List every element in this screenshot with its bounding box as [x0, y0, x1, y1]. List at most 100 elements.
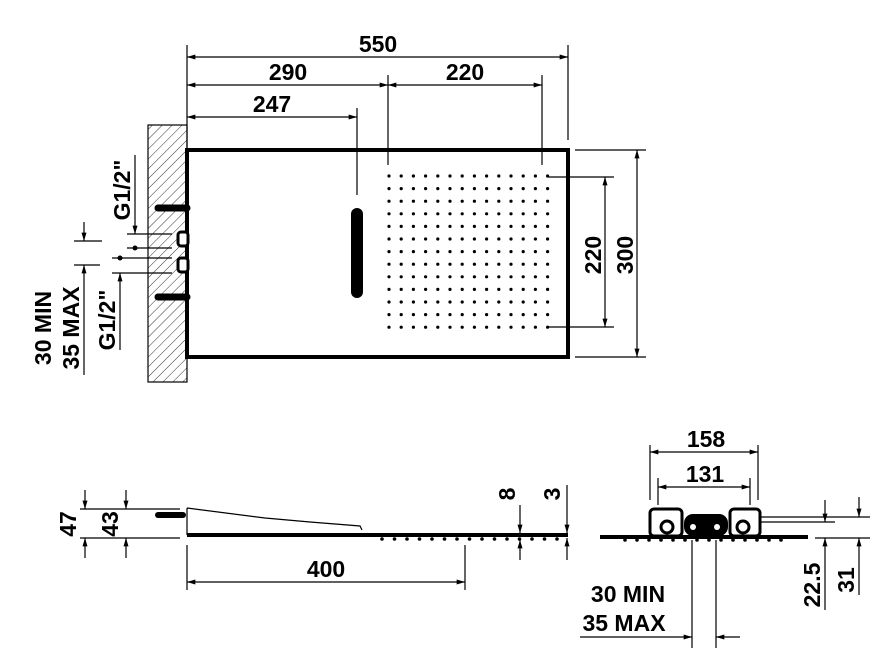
nozzle-tip [707, 538, 711, 542]
nozzle-dot [521, 250, 525, 254]
nozzle-tip [542, 537, 547, 541]
nozzle-dot [460, 187, 464, 191]
nozzle-dot [521, 325, 525, 329]
nozzle-dot [411, 287, 415, 291]
dim-247: 247 [253, 91, 291, 117]
nozzle-dot [448, 287, 452, 291]
nozzle-dot [485, 313, 489, 317]
nozzle-dot [533, 187, 538, 191]
nozzle-row-side [380, 537, 559, 541]
nozzle-dot [387, 212, 391, 216]
nozzle-dot [424, 262, 428, 266]
nozzle-tip [392, 537, 397, 541]
nozzle-dot [472, 237, 476, 241]
nozzle-tip [623, 538, 627, 542]
nozzle-dot [485, 199, 489, 203]
nozzle-dot [497, 250, 501, 254]
nozzle-tip [492, 537, 497, 541]
nozzle-dot [399, 313, 403, 317]
nozzle-dot [460, 250, 464, 254]
nozzle-dot [399, 199, 403, 203]
nozzle-dot [424, 250, 428, 254]
nozzle-dot [436, 224, 440, 228]
nozzle-dot [448, 212, 452, 216]
dim-300: 300 [612, 236, 638, 274]
nozzle-dot [387, 250, 391, 254]
nozzle-dot [485, 174, 489, 178]
nozzle-dot [485, 250, 489, 254]
nozzle-dot [448, 325, 452, 329]
dim-31: 31 [833, 567, 859, 593]
nozzle-dot [436, 313, 440, 317]
nozzle-dot [399, 250, 403, 254]
nozzle-dot [521, 287, 525, 291]
nozzle-dot [387, 275, 391, 279]
nozzle-tip [555, 537, 559, 541]
nozzle-dot [546, 237, 550, 241]
nozzle-dot [521, 237, 525, 241]
dim-43: 43 [97, 511, 123, 537]
nozzle-dot [387, 187, 391, 191]
nozzle-dot [472, 250, 476, 254]
top-view: 550 290 220 247 220 300 G1/2" [30, 31, 646, 383]
nozzle-dot [460, 325, 464, 329]
nozzle-dot [460, 224, 464, 228]
water-slot [351, 208, 363, 298]
nozzle-dot [497, 199, 501, 203]
front-view: 158 131 22.5 31 30 MIN 35 MAX [580, 426, 870, 648]
nozzle-dot [472, 212, 476, 216]
nozzle-dot [399, 275, 403, 279]
nozzle-dot [509, 250, 513, 254]
nozzle-dot [411, 212, 415, 216]
nozzle-dot [497, 212, 501, 216]
nozzle-dot [411, 237, 415, 241]
nozzle-tip [517, 537, 522, 541]
nozzle-dot [533, 250, 538, 254]
nozzle-tip [647, 538, 651, 542]
nozzle-dot [399, 187, 403, 191]
nozzle-dot [533, 287, 538, 291]
nozzle-tip [683, 538, 687, 542]
nozzle-dot [424, 287, 428, 291]
nozzle-dot [448, 250, 452, 254]
nozzle-tip [755, 538, 759, 542]
nozzle-dot [509, 174, 513, 178]
nozzle-dot [448, 313, 452, 317]
nozzle-dot [424, 224, 428, 228]
nozzle-dot [521, 174, 525, 178]
nozzle-dot [460, 237, 464, 241]
nozzle-dot [485, 237, 489, 241]
nozzle-dot [497, 187, 501, 191]
nozzle-dot [387, 325, 391, 329]
nozzle-dot [533, 262, 538, 266]
nozzle-dot [509, 287, 513, 291]
dim-158: 158 [687, 426, 726, 452]
nozzle-dot [411, 313, 415, 317]
nozzle-dot [436, 325, 440, 329]
nozzle-tip [530, 537, 534, 541]
nozzle-dot [497, 237, 501, 241]
nozzle-dot [424, 174, 428, 178]
nozzle-tip [480, 537, 484, 541]
nozzle-dot [436, 212, 440, 216]
nozzle-dot [509, 187, 513, 191]
nozzle-dot [546, 262, 550, 266]
nozzle-dot [509, 262, 513, 266]
nozzle-dot [472, 262, 476, 266]
nozzle-dot [472, 224, 476, 228]
nozzle-dot [533, 300, 538, 304]
nozzle-dot [521, 300, 525, 304]
nozzle-dot [448, 300, 452, 304]
nozzle-grid [387, 174, 550, 329]
nozzle-dot [546, 250, 550, 254]
wall-section [147, 124, 188, 383]
nozzle-tip [417, 537, 422, 541]
nozzle-tip [671, 538, 675, 542]
nozzle-dot [521, 187, 525, 191]
nozzle-dot [509, 325, 513, 329]
nozzle-dot [509, 212, 513, 216]
nozzle-dot [448, 224, 452, 228]
nozzle-dot [448, 187, 452, 191]
nozzle-dot [411, 250, 415, 254]
